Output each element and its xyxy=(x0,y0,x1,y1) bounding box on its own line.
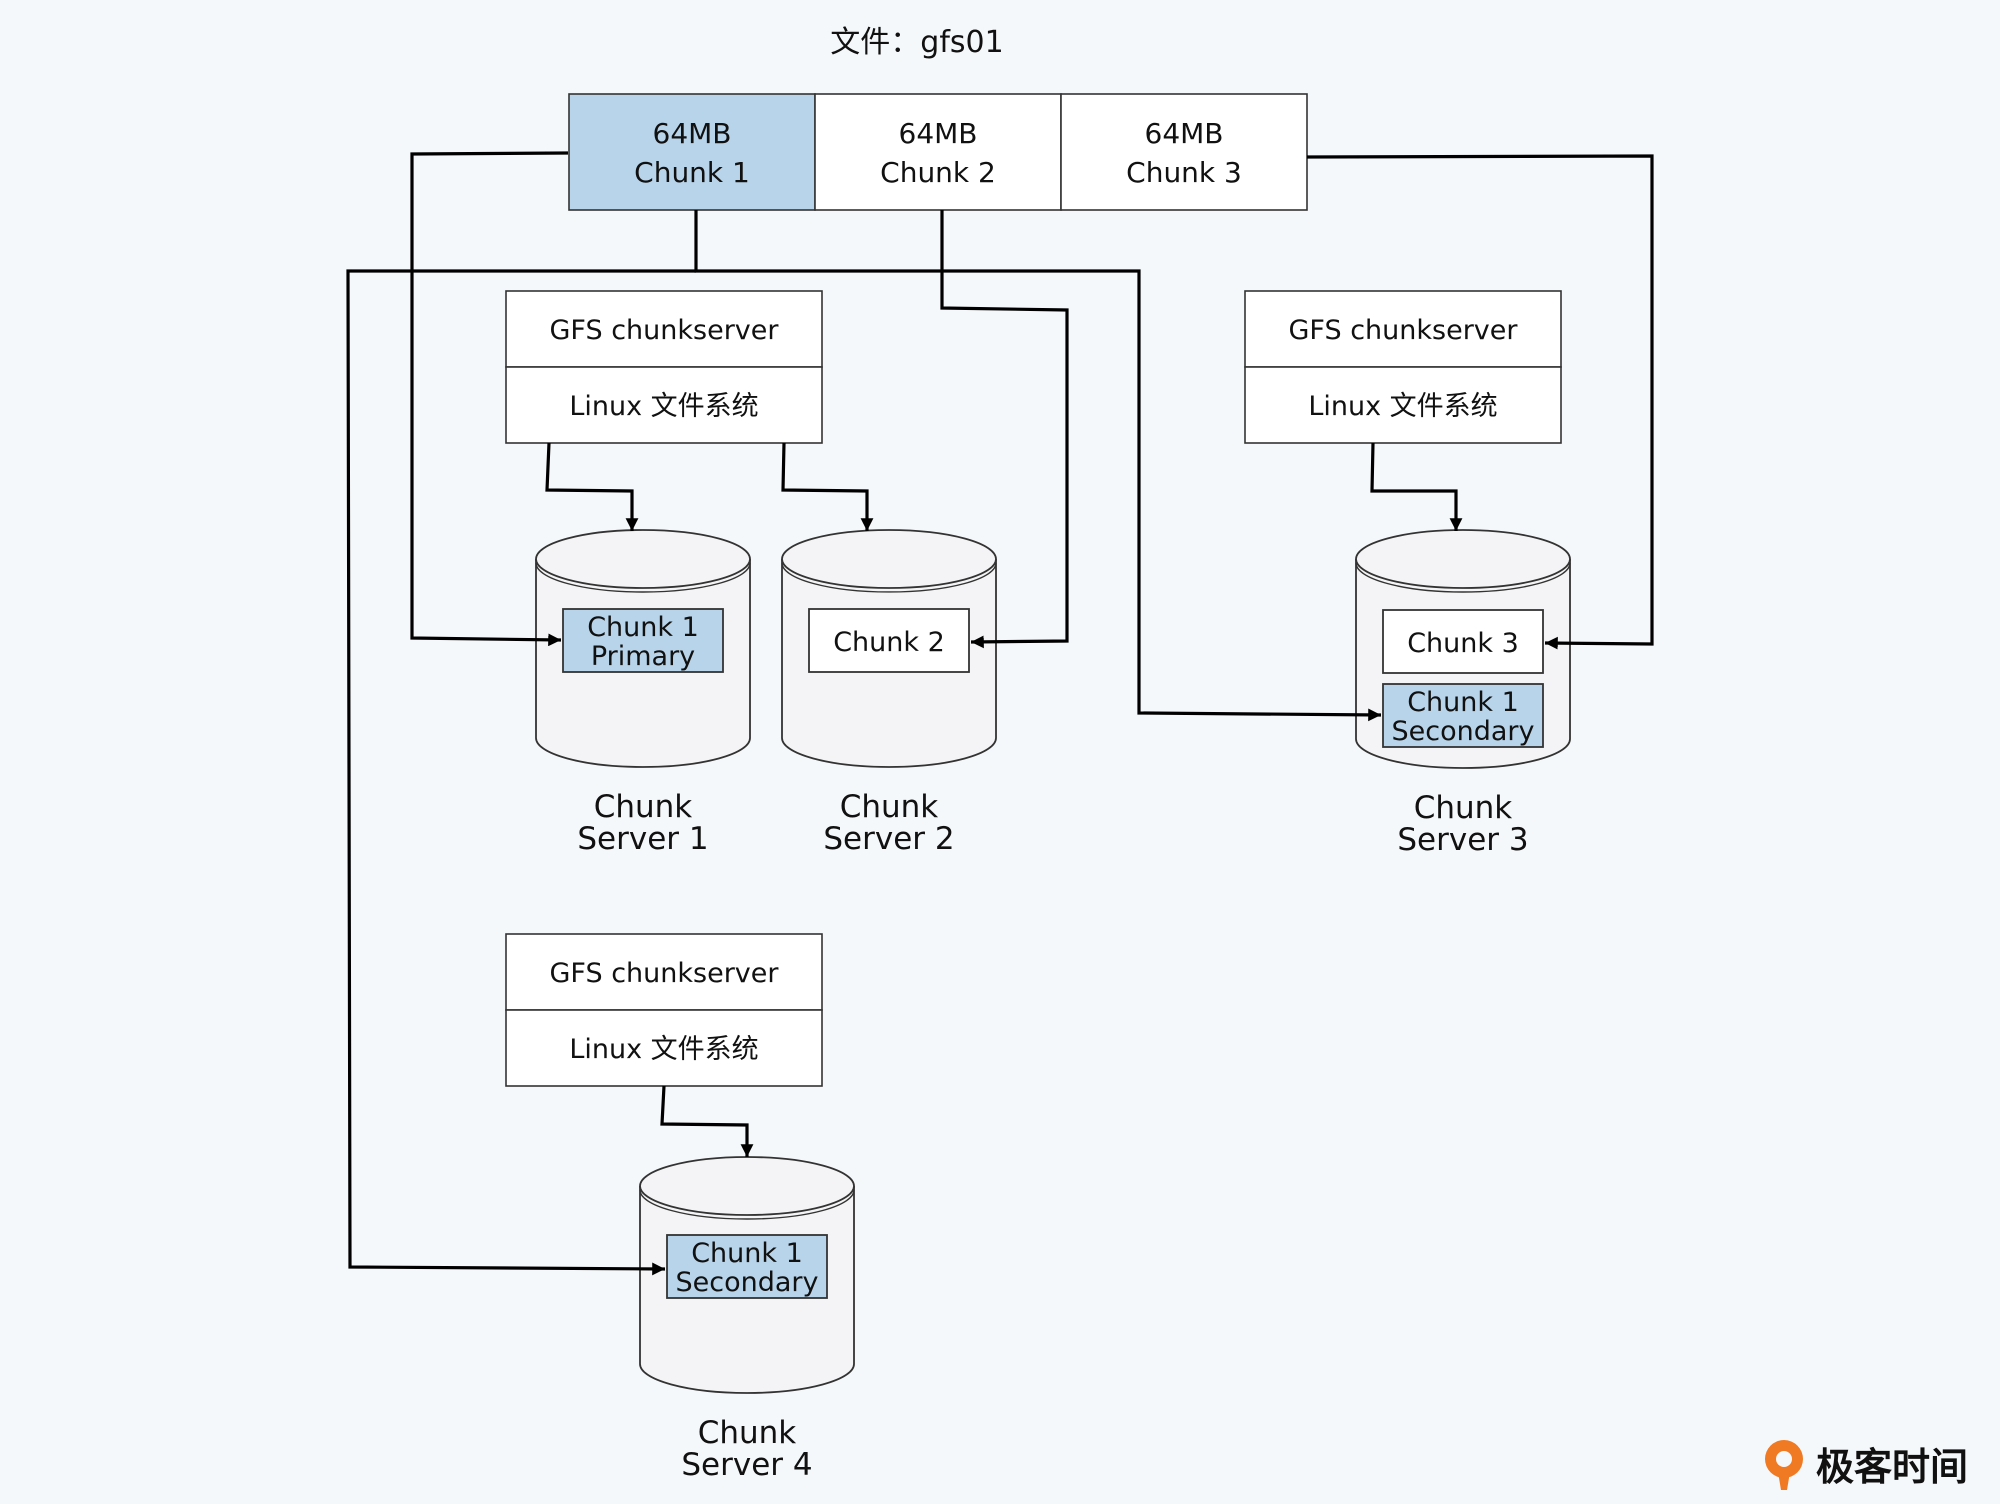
server-4-caption-line1: Chunk xyxy=(698,1415,797,1451)
disk-server-1: Chunk 1 Primary xyxy=(535,529,751,768)
file-chunk-bar: 64MB Chunk 1 64MB Chunk 2 64MB Chunk 3 xyxy=(568,93,1308,211)
file-chunk-1-box xyxy=(568,93,816,211)
file-chunk-2-size: 64MB xyxy=(899,117,978,150)
geektime-logo-icon xyxy=(1765,1440,1803,1490)
file-chunk-1-size: 64MB xyxy=(653,117,732,150)
stored-chunk-1-primary xyxy=(562,608,724,673)
arrow-stack2-to-disk3 xyxy=(1370,442,1463,531)
server-4-caption-line2: Server 4 xyxy=(681,1447,812,1483)
stack-1-linux-box xyxy=(505,366,823,444)
stored-chunk-2-label: Chunk 2 xyxy=(833,627,945,658)
stored-chunk-1-secondary-a-line1: Chunk 1 xyxy=(1407,687,1519,718)
file-chunk-1-name: Chunk 1 xyxy=(634,156,750,189)
arrow-chunk2-to-server2 xyxy=(940,210,1069,649)
arrow-chunk1-to-secondary-server4 xyxy=(346,269,696,1276)
stored-chunk-3 xyxy=(1382,609,1544,674)
server-3-caption-line2: Server 3 xyxy=(1397,822,1528,858)
stored-chunk-1-secondary-a xyxy=(1382,683,1544,748)
stored-chunk-1-secondary-b-line2: Secondary xyxy=(676,1267,819,1298)
arrow-stack1-to-disk1 xyxy=(545,442,639,531)
file-chunk-3-box xyxy=(1060,93,1308,211)
stored-chunk-3-label: Chunk 3 xyxy=(1407,628,1519,659)
file-chunk-3-name: Chunk 3 xyxy=(1126,156,1242,189)
chunkserver-stack-1: GFS chunkserver Linux 文件系统 xyxy=(505,290,823,444)
stack-3-linux-label: Linux 文件系统 xyxy=(569,1034,758,1065)
brand-name: 极客时间 xyxy=(1816,1445,1968,1489)
stored-chunk-1-primary-line2: Primary xyxy=(591,641,695,672)
stack-2-gfs-label: GFS chunkserver xyxy=(1289,315,1519,346)
disk-server-4: Chunk 1 Secondary xyxy=(639,1156,855,1394)
disk-server-2: Chunk 2 xyxy=(781,529,997,768)
stack-1-gfs-label: GFS chunkserver xyxy=(550,315,780,346)
brand-logo: 极客时间 xyxy=(1765,1440,1968,1490)
file-chunk-3-size: 64MB xyxy=(1145,117,1224,150)
arrow-chunk1-to-secondary-server3 xyxy=(694,210,1382,722)
file-title: 文件：gfs01 xyxy=(830,25,1003,60)
stored-chunk-1-secondary-b xyxy=(666,1234,828,1299)
file-chunk-3: 64MB Chunk 3 xyxy=(1060,93,1308,211)
stack-2-linux-box xyxy=(1244,366,1562,444)
file-chunk-2-name: Chunk 2 xyxy=(880,156,996,189)
file-chunk-2: 64MB Chunk 2 xyxy=(814,93,1062,211)
arrow-stack3-to-disk4 xyxy=(660,1085,754,1157)
server-1-caption-line1: Chunk xyxy=(594,789,693,825)
arrow-stack1-to-disk2 xyxy=(781,442,874,531)
stored-chunk-1-primary-line1: Chunk 1 xyxy=(587,612,699,643)
stack-2-linux-label: Linux 文件系统 xyxy=(1308,391,1497,422)
server-1-caption-line2: Server 1 xyxy=(577,821,708,857)
chunkserver-stack-3: GFS chunkserver Linux 文件系统 xyxy=(505,933,823,1087)
arrow-chunk1-to-primary xyxy=(410,151,569,647)
server-3-caption-line1: Chunk xyxy=(1414,790,1513,826)
stored-chunk-1-secondary-b-line1: Chunk 1 xyxy=(691,1238,803,1269)
stack-3-linux-box xyxy=(505,1009,823,1087)
file-chunk-2-box xyxy=(814,93,1062,211)
file-chunk-1: 64MB Chunk 1 xyxy=(568,93,816,211)
stored-chunk-1-secondary-a-line2: Secondary xyxy=(1392,716,1535,747)
stored-chunk-2 xyxy=(808,608,970,673)
server-2-caption-line2: Server 2 xyxy=(823,821,954,857)
arrow-chunk3-to-server3 xyxy=(1306,154,1654,650)
server-2-caption-line1: Chunk xyxy=(840,789,939,825)
chunkserver-stack-2: GFS chunkserver Linux 文件系统 xyxy=(1244,290,1562,444)
disk-server-3: Chunk 3 Chunk 1 Secondary xyxy=(1355,529,1571,769)
stack-3-gfs-label: GFS chunkserver xyxy=(550,958,780,989)
stack-1-gfs-box xyxy=(505,290,823,368)
stack-3-gfs-box xyxy=(505,933,823,1011)
connectors xyxy=(346,151,1654,1276)
stack-1-linux-label: Linux 文件系统 xyxy=(569,391,758,422)
stack-2-gfs-box xyxy=(1244,290,1562,368)
